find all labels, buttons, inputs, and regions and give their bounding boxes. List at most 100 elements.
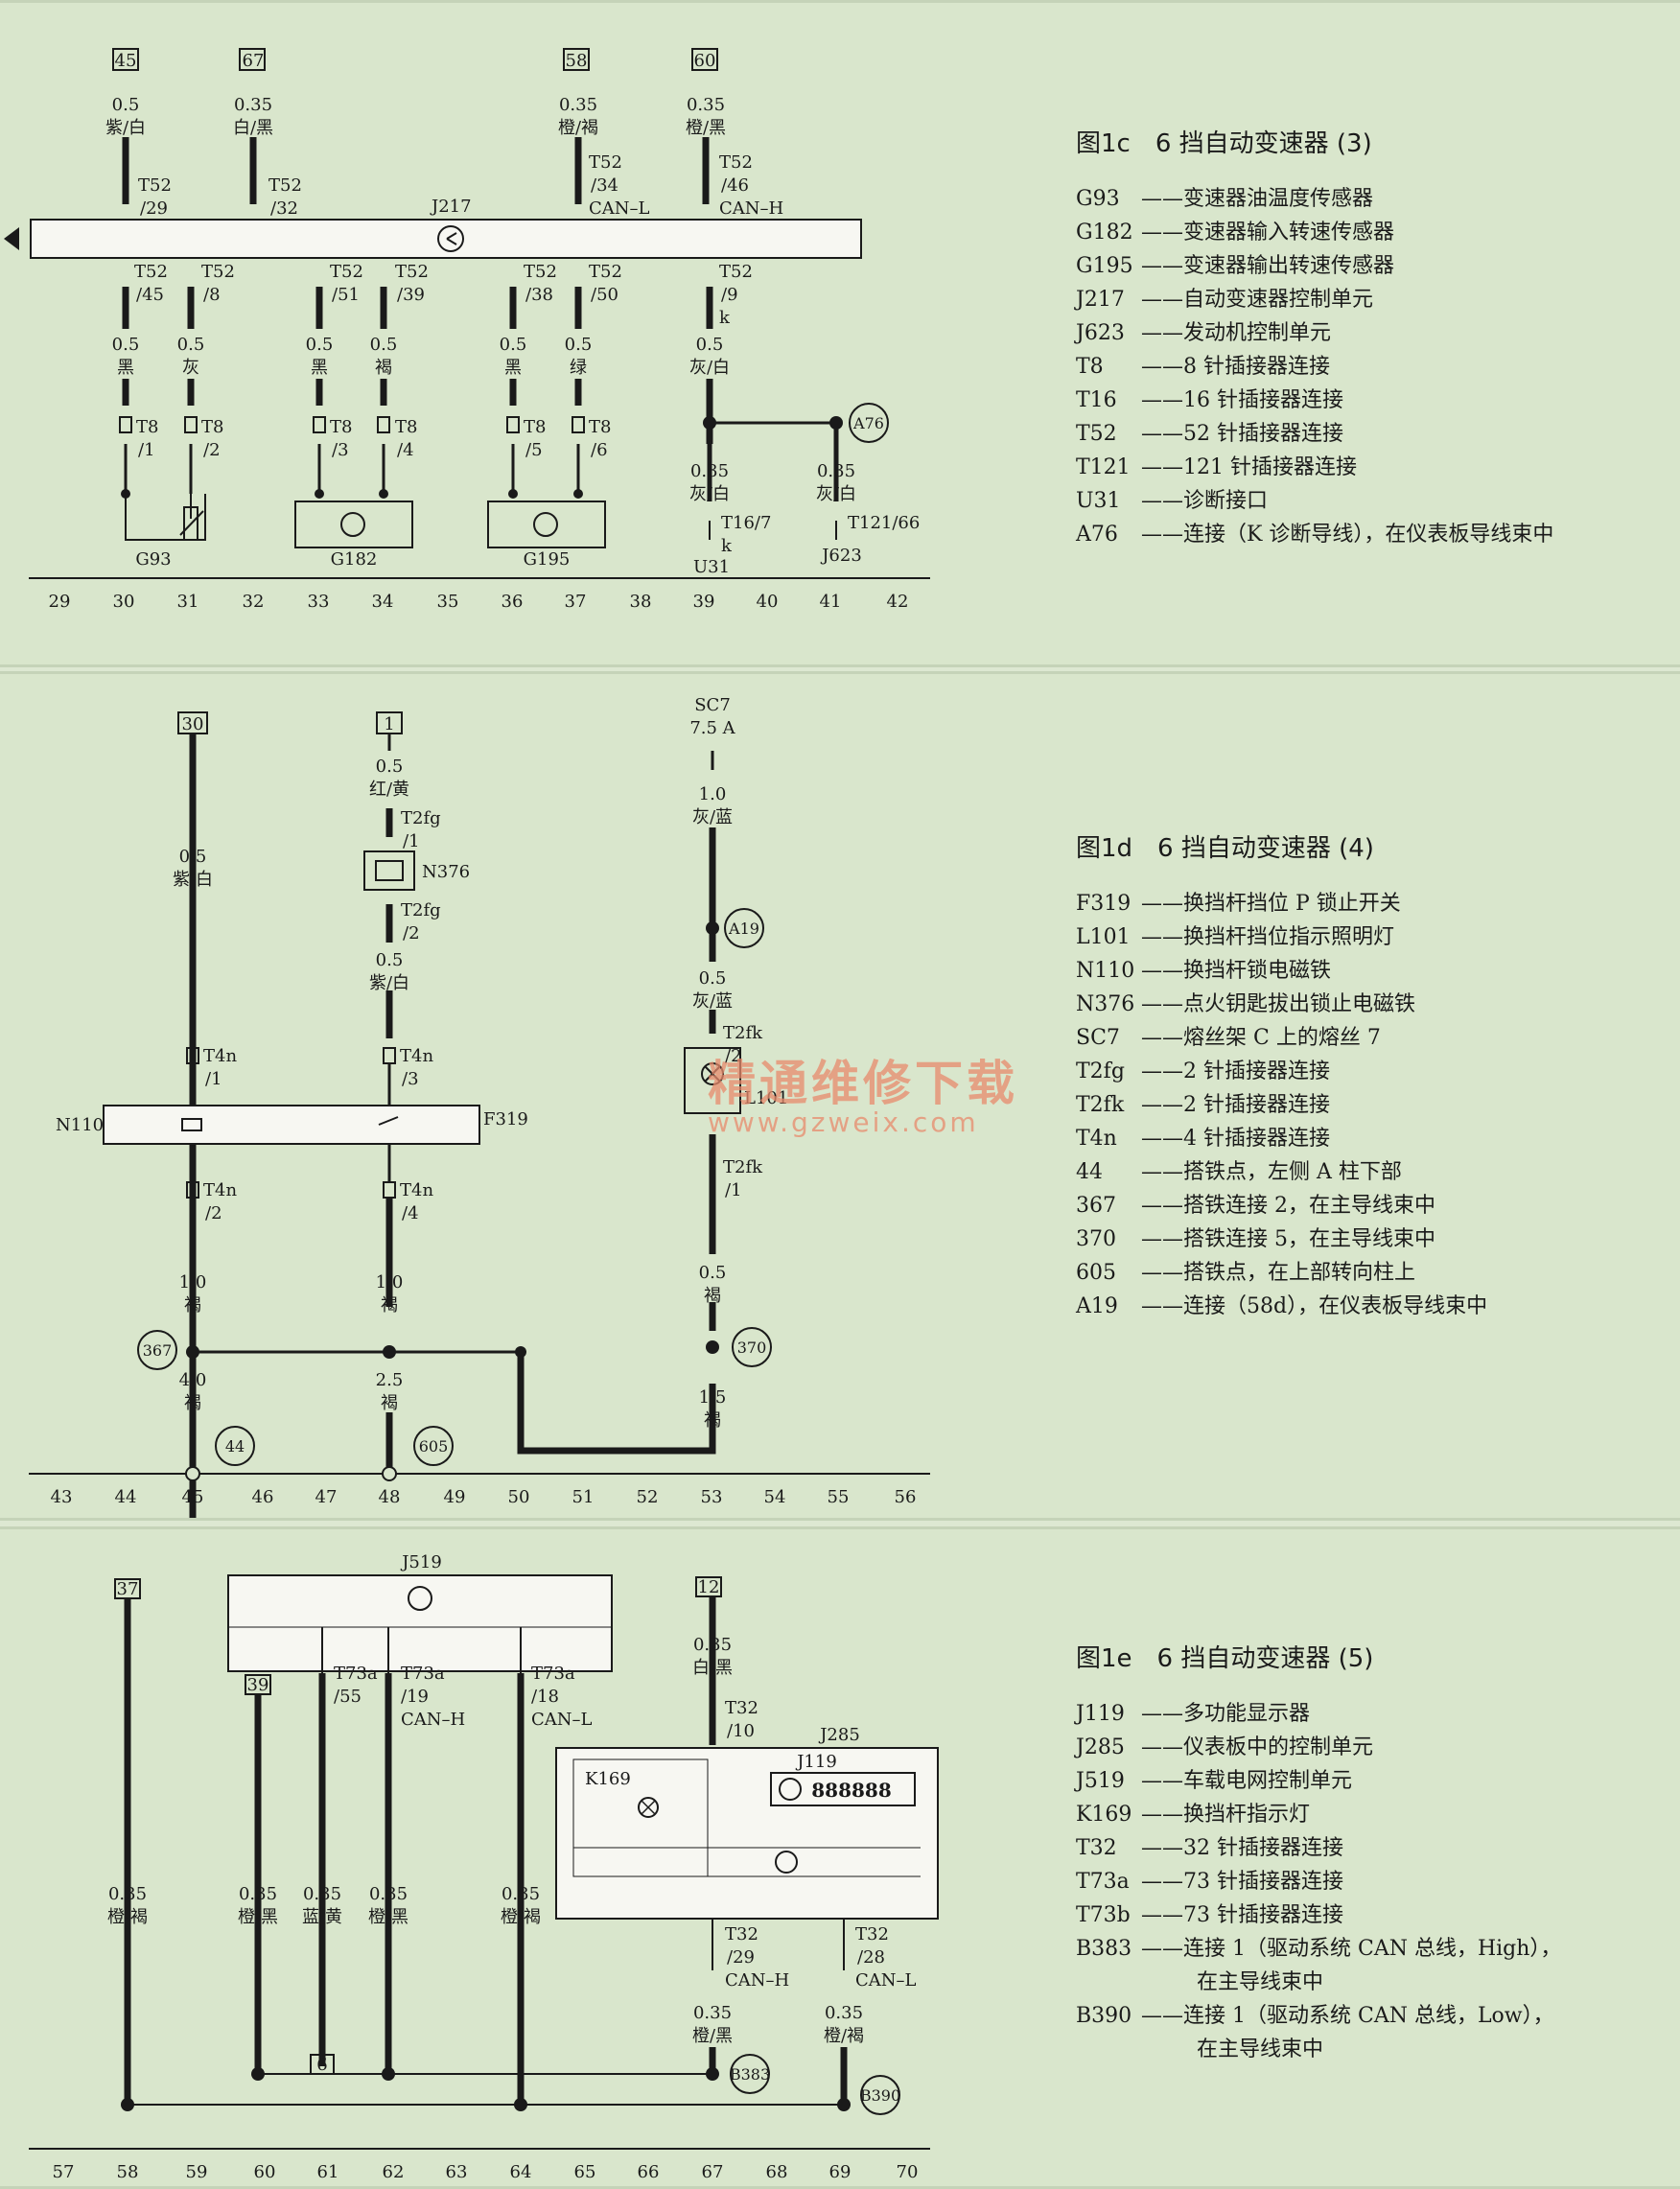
legend-item: G195——变速器输出转速传感器 (1076, 249, 1553, 283)
legend-code: F319 (1076, 892, 1132, 916)
legend-desc: ——换挡杆指示灯 (1141, 1803, 1311, 1827)
wire-gauge: 0.35 (239, 1884, 277, 1904)
unit-j119: J119 (795, 1752, 837, 1772)
legend-item: T4n——4 针插接器连接 (1076, 1122, 1487, 1155)
pin-number: /39 (397, 285, 425, 305)
legend-code: G182 (1076, 221, 1133, 245)
component-n110: N110 (56, 1115, 104, 1135)
axis-label: 55 (828, 1487, 850, 1507)
axis-label: 60 (254, 2162, 276, 2182)
component-k169: K169 (585, 1769, 631, 1789)
legend-code: A76 (1076, 523, 1118, 547)
legend-item: B383——连接 1（驱动系统 CAN 总线，High）， (1076, 1932, 1561, 1966)
legend-item: A76 ——连接（K 诊断导线），在仪表板导线束中 (1076, 518, 1553, 551)
legend-code: T8 (1076, 355, 1104, 379)
legend-item: 367——搭铁连接 2，在主导线束中 (1076, 1189, 1487, 1223)
pin-number: /51 (332, 285, 360, 305)
pin-number: /8 (203, 285, 221, 305)
legend-desc: ——2 针插接器连接 (1141, 1093, 1330, 1117)
axis-label: 33 (308, 592, 330, 612)
pin-number: /4 (402, 1203, 419, 1223)
pin-signal: CAN–H (719, 198, 783, 219)
wire-gauge: 0.5 (696, 335, 724, 355)
component-n376: N376 (422, 862, 470, 882)
axis-label: 69 (829, 2162, 852, 2182)
pin-number: /46 (721, 175, 749, 196)
pin-label: T52 (719, 262, 753, 282)
wire-gauge: 0.5 (500, 335, 527, 355)
pin-signal: CAN–L (531, 1710, 593, 1730)
axis-1e: 57 58 59 60 61 62 63 64 65 66 67 68 69 7… (53, 2162, 919, 2182)
wire-color: 褐 (704, 1410, 721, 1431)
legend-desc: ——换挡杆锁电磁铁 (1141, 959, 1332, 983)
pin-label: T73a (531, 1664, 575, 1684)
ref-58: 58 (566, 51, 588, 71)
pin-label: T52 (395, 262, 429, 282)
legend-item: 605——搭铁点，在上部转向柱上 (1076, 1256, 1487, 1290)
legend-desc: ——变速器输出转速传感器 (1141, 254, 1395, 278)
legend-code: K169 (1076, 1803, 1132, 1827)
legend-desc: ——52 针插接器连接 (1141, 422, 1343, 446)
component-g182: G182 (331, 549, 378, 570)
wire-gauge: 0.35 (559, 95, 597, 115)
axis-label: 44 (115, 1487, 137, 1507)
legend-desc: ——熔丝架 C 上的熔丝 7 (1141, 1026, 1381, 1050)
pin-label: T4n (203, 1046, 237, 1066)
legend-item: G182 ——变速器输入转速传感器 (1076, 216, 1553, 249)
pin-label: T52 (524, 262, 557, 282)
axis-label: 30 (113, 592, 135, 612)
legend-code: 370 (1076, 1227, 1116, 1251)
t8-label: T8 (201, 417, 223, 437)
legend-desc: ——连接 1（驱动系统 CAN 总线，High）， (1141, 1937, 1562, 1961)
axis-label: 59 (186, 2162, 208, 2182)
axis-label: 64 (510, 2162, 532, 2182)
legend-item: T73b——73 针插接器连接 (1076, 1898, 1561, 1932)
pin-number: /29 (140, 198, 168, 219)
axis-label: 49 (444, 1487, 466, 1507)
wire-color: 黑 (117, 358, 134, 378)
wire-color: 褐 (704, 1286, 721, 1306)
pin-number: /18 (531, 1687, 559, 1707)
legend-desc: ——搭铁连接 2，在主导线束中 (1141, 1194, 1435, 1218)
pin-number: /34 (591, 175, 618, 196)
wire-color: 褐 (184, 1295, 201, 1316)
pin-number: /1 (205, 1069, 222, 1089)
legend-code: SC7 (1076, 1026, 1120, 1050)
legend-desc: ——121 针插接器连接 (1141, 455, 1357, 479)
wire-color: 白/黑 (692, 1658, 733, 1678)
pin-label: T52 (138, 175, 172, 196)
wire-color: 绿 (570, 358, 587, 378)
legend-item: N110——换挡杆锁电磁铁 (1076, 954, 1487, 988)
legend-item: L101——换挡杆挡位指示照明灯 (1076, 920, 1487, 954)
wire-color: 红/黄 (369, 780, 409, 800)
legend-item: F319——换挡杆挡位 P 锁止开关 (1076, 887, 1487, 920)
pin-label: T32 (725, 1698, 758, 1718)
component-g93: G93 (135, 549, 171, 570)
legend-title: 图1d 6 挡自动变速器 (4) (1076, 834, 1374, 863)
wire-gauge: 0.5 (376, 950, 404, 970)
splice-a76: A76 (852, 414, 884, 432)
wire-gauge: 0.5 (177, 335, 205, 355)
pin-label: T52 (134, 262, 168, 282)
wire-gauge: 0.5 (565, 335, 593, 355)
legend-desc: ——变速器输入转速传感器 (1141, 221, 1395, 245)
wire-gauge: 0.35 (108, 1884, 147, 1904)
pin-label: T2fg (401, 808, 441, 828)
legend-code: A19 (1076, 1294, 1118, 1318)
pin-number: /2 (403, 923, 420, 943)
wire-color: 灰/白 (689, 358, 730, 378)
legend-desc: ——连接（K 诊断导线），在仪表板导线束中 (1141, 523, 1554, 547)
axis-label: 34 (372, 592, 394, 612)
wire-gauge: 0.5 (376, 757, 404, 777)
pin-number: /50 (591, 285, 618, 305)
ref-30: 30 (182, 714, 204, 734)
legend-item: T73a——73 针插接器连接 (1076, 1865, 1561, 1898)
wire-color: 白/黑 (233, 118, 273, 138)
pin-label: T52 (589, 262, 622, 282)
wire-color: 橙/黑 (686, 118, 726, 138)
legend-item: T2fk——2 针插接器连接 (1076, 1088, 1487, 1122)
pin-number: /2 (725, 1046, 742, 1066)
legend-desc: ——换挡杆挡位指示照明灯 (1141, 925, 1395, 949)
wire-color: 橙/褐 (558, 118, 598, 138)
